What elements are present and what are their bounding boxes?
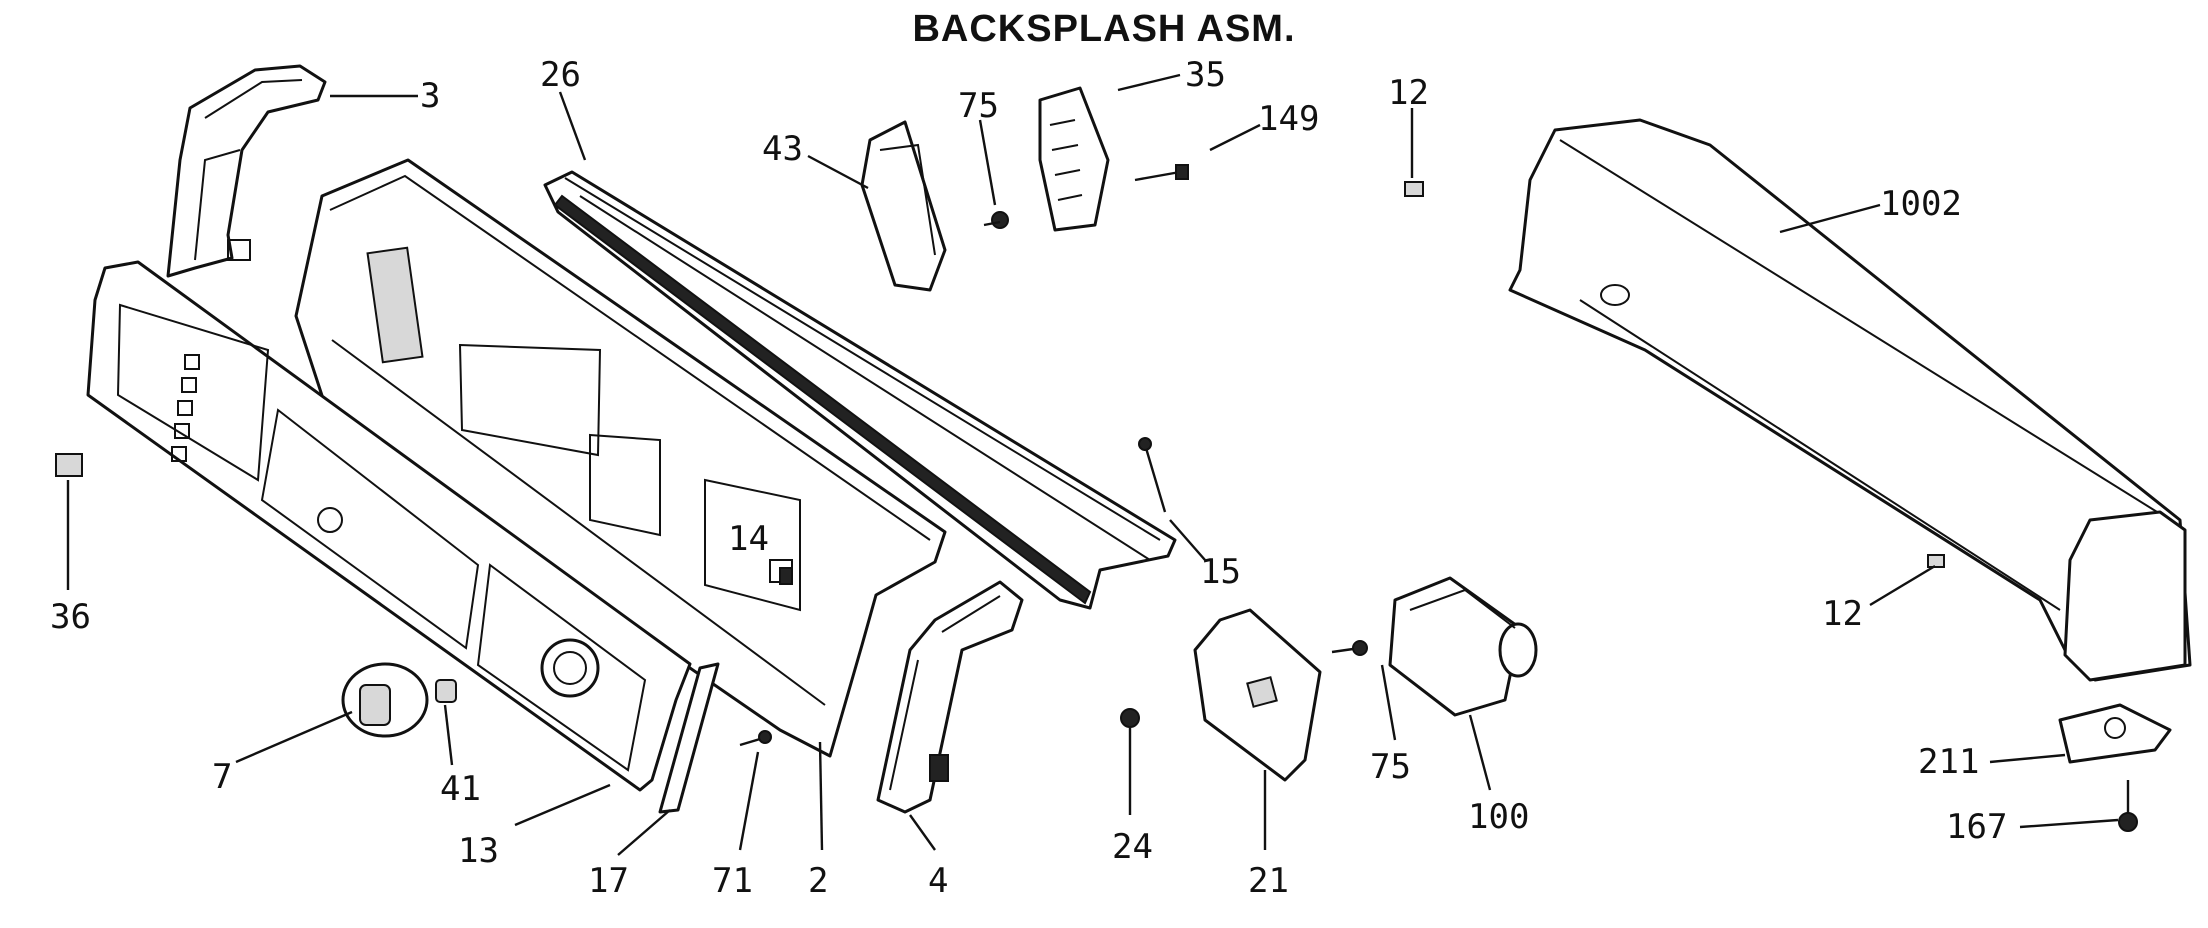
clip-12-upper	[1404, 181, 1424, 197]
callout-35: 35	[1185, 55, 1226, 95]
bracket-foot-part	[2058, 703, 2172, 764]
link-bar-part	[658, 662, 720, 814]
screw-15	[1138, 437, 1167, 513]
callout-167: 167	[1946, 807, 2007, 847]
callout-71: 71	[712, 861, 753, 901]
screw-75-lower	[1331, 640, 1368, 656]
front-console-panel-part	[86, 260, 692, 792]
terminal-block-part	[1038, 86, 1110, 232]
bracket-part	[860, 120, 947, 292]
callout-36: 36	[50, 597, 91, 637]
callout-211: 211	[1918, 742, 1979, 782]
leader-lines	[66, 73, 2119, 856]
screw-75-upper	[983, 211, 1009, 229]
callout-12-lower: 12	[1822, 594, 1863, 634]
clip-14	[779, 567, 793, 585]
callout-41: 41	[440, 769, 481, 809]
screw-24	[1120, 708, 1140, 728]
callout-13: 13	[458, 831, 499, 871]
callout-21: 21	[1248, 861, 1289, 901]
callout-100: 100	[1468, 797, 1529, 837]
callout-3: 3	[420, 76, 440, 116]
screw-149	[1134, 164, 1189, 182]
callout-12-upper: 12	[1388, 73, 1429, 113]
mounting-plate-part	[1193, 608, 1322, 782]
screw-71	[739, 730, 772, 747]
callout-75-lower: 75	[1370, 747, 1411, 787]
control-panel-frame-part	[294, 158, 947, 758]
callout-43: 43	[762, 129, 803, 169]
callout-149: 149	[1258, 99, 1319, 139]
callout-2: 2	[808, 861, 828, 901]
callout-17: 17	[588, 861, 629, 901]
plug-36	[55, 453, 83, 477]
callout-26: 26	[540, 55, 581, 95]
clip-12-lower	[1927, 554, 1945, 568]
callout-4: 4	[928, 861, 948, 901]
screw-167	[2118, 780, 2138, 832]
right-end-cap-part	[876, 580, 1024, 814]
callout-14: 14	[728, 519, 769, 559]
left-end-cap-part	[166, 64, 327, 278]
knob-part	[341, 662, 429, 738]
callout-75-upper: 75	[958, 86, 999, 126]
callout-7: 7	[212, 757, 232, 797]
knob-insert-41	[435, 679, 457, 703]
timer-part	[1388, 576, 1538, 717]
callout-15: 15	[1200, 552, 1241, 592]
backsplash-body-part	[1508, 118, 2192, 682]
callout-24: 24	[1112, 827, 1153, 867]
diagram-title: BACKSPLASH ASM.	[912, 8, 1296, 50]
callout-1002: 1002	[1880, 184, 1962, 224]
top-trim-strip-part	[543, 170, 1177, 610]
